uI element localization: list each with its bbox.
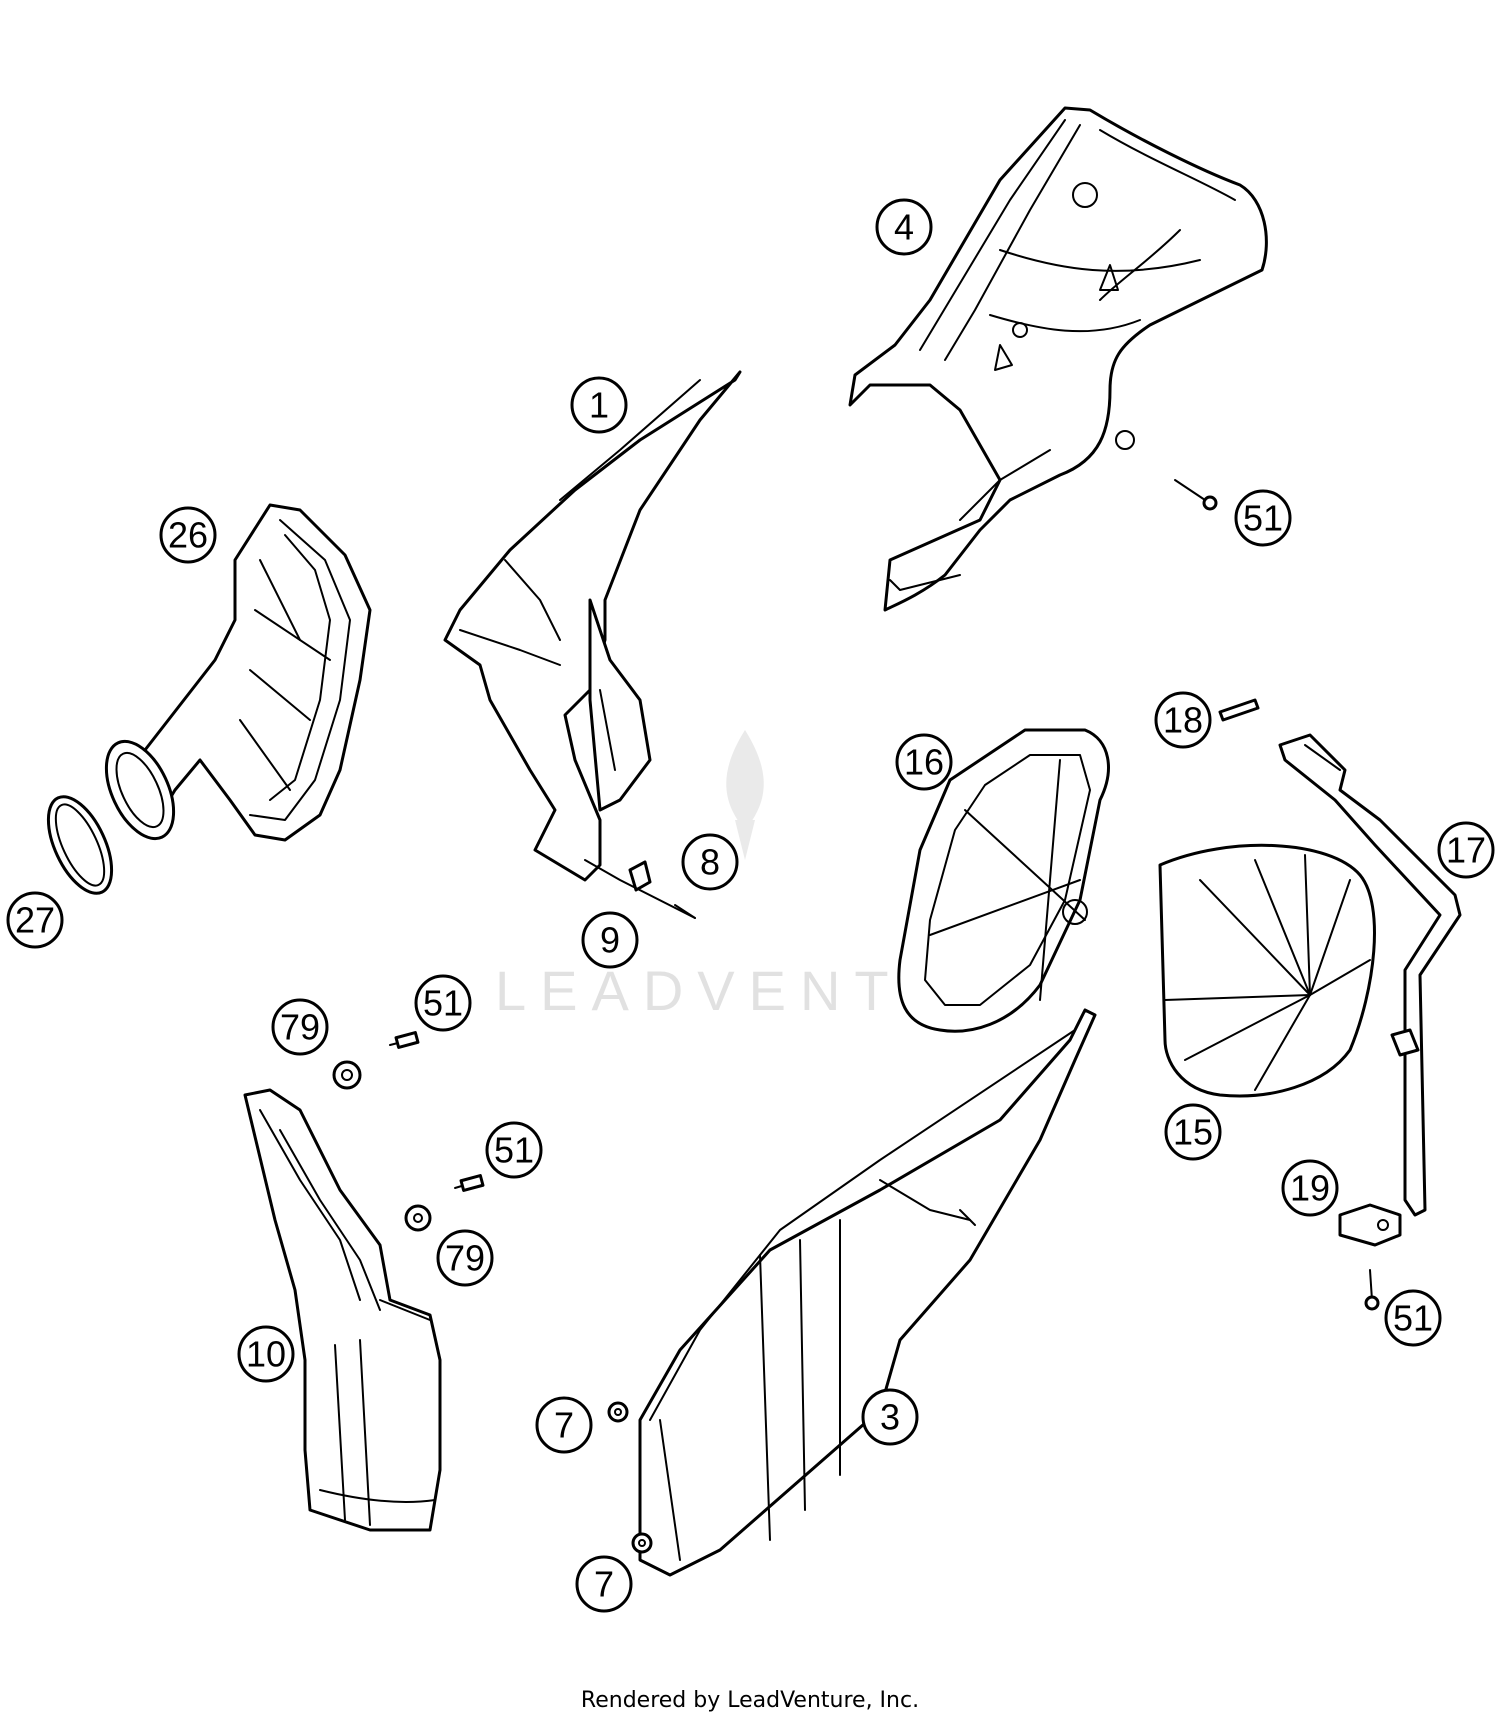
- part-screw-and-washer-upper: [332, 1031, 420, 1090]
- svg-text:9: 9: [600, 920, 620, 961]
- svg-text:4: 4: [894, 207, 914, 248]
- svg-text:7: 7: [554, 1405, 574, 1446]
- part-clip-and-screw: [584, 859, 696, 919]
- callout-15: 15: [1164, 1103, 1222, 1161]
- callout-51-upper: 51: [414, 974, 472, 1032]
- callout-79-upper: 79: [271, 998, 329, 1056]
- part-pin: [1218, 698, 1260, 722]
- svg-text:26: 26: [168, 515, 208, 556]
- callout-8: 8: [681, 833, 739, 891]
- callout-19: 19: [1281, 1159, 1339, 1217]
- part-air-filter: [1158, 843, 1376, 1098]
- callout-51-airbox: 51: [1234, 489, 1292, 547]
- part-air-duct: [243, 1088, 442, 1532]
- svg-text:51: 51: [423, 983, 463, 1024]
- callout-51-lower: 51: [485, 1121, 543, 1179]
- svg-text:51: 51: [1393, 1298, 1433, 1339]
- callout-3: 3: [861, 1388, 919, 1446]
- svg-text:79: 79: [280, 1007, 320, 1048]
- part-screw-and-washer-lower: [404, 1174, 485, 1232]
- callout-17: 17: [1437, 821, 1495, 879]
- callout-26: 26: [159, 506, 217, 564]
- svg-text:10: 10: [246, 1334, 286, 1375]
- callout-16: 16: [895, 733, 953, 791]
- svg-text:3: 3: [880, 1397, 900, 1438]
- part-side-panel: [443, 370, 742, 882]
- svg-text:27: 27: [15, 900, 55, 941]
- part-side-cover: [638, 1008, 1097, 1577]
- callout-27: 27: [6, 891, 64, 949]
- svg-text:18: 18: [1163, 700, 1203, 741]
- svg-text:7: 7: [594, 1564, 614, 1605]
- callout-79-lower: 79: [436, 1229, 494, 1287]
- svg-text:15: 15: [1173, 1112, 1213, 1153]
- callout-18: 18: [1154, 691, 1212, 749]
- part-airbox-shell: [848, 106, 1268, 612]
- svg-text:79: 79: [445, 1238, 485, 1279]
- callout-51-bracket: 51: [1384, 1289, 1442, 1347]
- callout-1: 1: [570, 376, 628, 434]
- part-filter-cage: [897, 728, 1110, 1033]
- callout-7-lower: 7: [575, 1555, 633, 1613]
- callout-10: 10: [237, 1325, 295, 1383]
- part-intake-boot: [104, 503, 372, 842]
- part-screw-bracket: [1364, 1269, 1380, 1311]
- svg-text:19: 19: [1290, 1168, 1330, 1209]
- svg-text:8: 8: [700, 842, 720, 883]
- watermark-text: LEADVENTU: [495, 959, 957, 1022]
- watermark: LEADVENTU: [495, 730, 957, 1022]
- svg-text:17: 17: [1446, 830, 1486, 871]
- part-grommets: [607, 1401, 653, 1554]
- callout-4: 4: [875, 198, 933, 256]
- svg-text:51: 51: [1243, 498, 1283, 539]
- svg-text:16: 16: [904, 742, 944, 783]
- svg-text:51: 51: [494, 1130, 534, 1171]
- footer-credit: Rendered by LeadVenture, Inc.: [580, 1688, 920, 1713]
- callout-7-upper: 7: [535, 1396, 593, 1454]
- part-filter-holder: [1278, 733, 1462, 1217]
- part-clamp: [46, 795, 114, 895]
- part-bracket: [1338, 1203, 1402, 1247]
- callout-9: 9: [581, 911, 639, 969]
- svg-text:1: 1: [589, 385, 609, 426]
- part-bolt: [1174, 479, 1218, 511]
